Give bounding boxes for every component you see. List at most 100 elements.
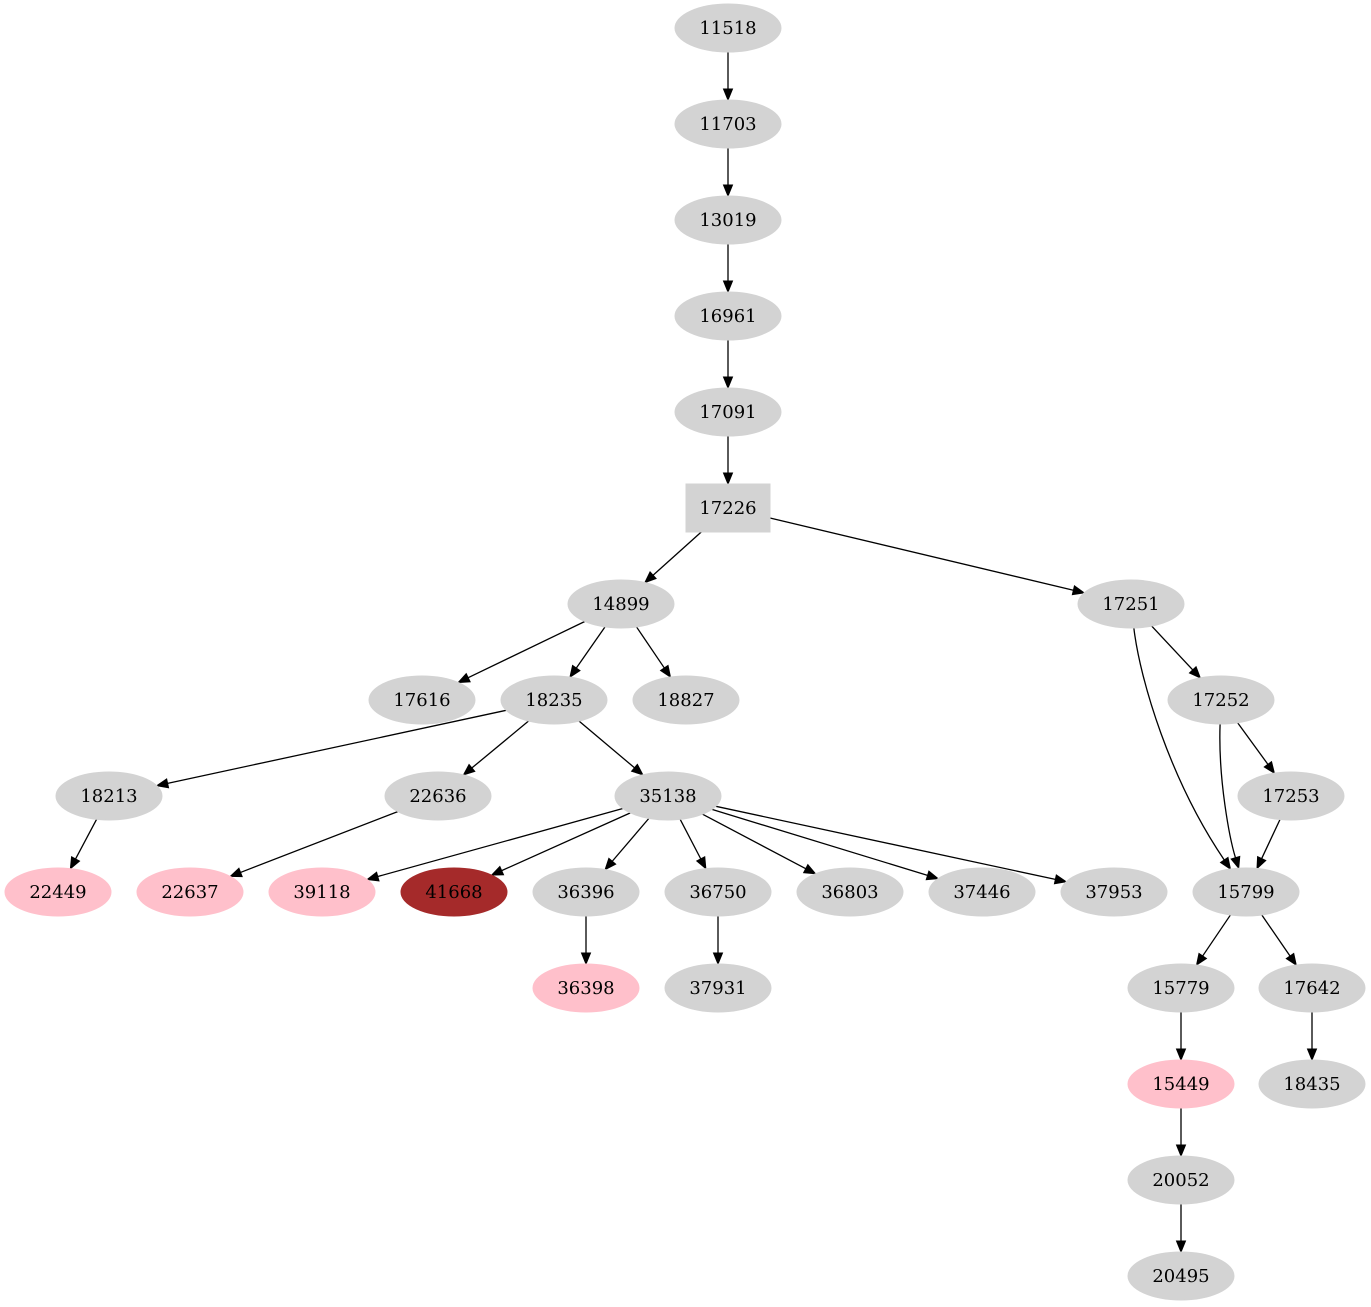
node-label: 39118 bbox=[293, 882, 350, 903]
arrowhead bbox=[712, 952, 724, 966]
edge-11518-11703 bbox=[722, 52, 734, 102]
edge-15779-15449 bbox=[1175, 1012, 1187, 1062]
edge-line bbox=[240, 810, 398, 874]
node-ellipse bbox=[567, 579, 675, 629]
edge-17253-15799 bbox=[1256, 819, 1281, 870]
node-22636: 22636 bbox=[384, 771, 492, 821]
arrowhead bbox=[365, 871, 380, 882]
arrowhead bbox=[1285, 952, 1297, 967]
edge-17251-17252 bbox=[1151, 625, 1202, 679]
node-label: 18235 bbox=[525, 690, 582, 711]
node-ellipse bbox=[1060, 867, 1168, 917]
node-label: 20052 bbox=[1152, 1170, 1209, 1191]
node-ellipse bbox=[55, 771, 163, 821]
edge-35138-36396 bbox=[604, 817, 650, 871]
edge-14899-18235 bbox=[569, 626, 606, 679]
edge-18235-35138 bbox=[578, 720, 644, 776]
node-18435: 18435 bbox=[1258, 1059, 1366, 1109]
node-ellipse bbox=[1127, 1155, 1235, 1205]
edge-18213-22449 bbox=[69, 819, 98, 870]
node-label: 11703 bbox=[699, 114, 756, 135]
arrowhead bbox=[569, 664, 581, 679]
edge-line bbox=[1151, 625, 1194, 671]
node-37931: 37931 bbox=[664, 963, 772, 1013]
edge-line bbox=[611, 817, 650, 862]
edge-line bbox=[467, 620, 586, 679]
edge-35138-39118 bbox=[365, 807, 623, 882]
node-label: 18213 bbox=[80, 786, 137, 807]
node-ellipse bbox=[4, 867, 112, 917]
node-13019: 13019 bbox=[674, 195, 782, 245]
edge-13019-16961 bbox=[722, 244, 734, 294]
node-17226: 17226 bbox=[685, 483, 771, 533]
node-36396: 36396 bbox=[532, 867, 640, 917]
arrowhead bbox=[155, 778, 170, 789]
node-label: 41668 bbox=[425, 882, 482, 903]
node-41668: 41668 bbox=[400, 867, 508, 917]
arrowhead bbox=[1230, 855, 1241, 870]
arrowhead bbox=[630, 763, 644, 776]
arrowhead bbox=[695, 856, 707, 870]
node-17252: 17252 bbox=[1167, 675, 1275, 725]
node-ellipse bbox=[664, 963, 772, 1013]
arrowhead bbox=[1256, 855, 1267, 870]
edge-15799-15779 bbox=[1195, 914, 1231, 967]
node-ellipse bbox=[1167, 675, 1275, 725]
node-36803: 36803 bbox=[796, 867, 904, 917]
arrowhead bbox=[722, 280, 734, 294]
edge-36396-36398 bbox=[580, 916, 592, 966]
arrowhead bbox=[229, 867, 243, 878]
node-17616: 17616 bbox=[368, 675, 476, 725]
node-label: 20495 bbox=[1152, 1266, 1209, 1287]
arrowhead bbox=[457, 672, 471, 684]
edge-15799-17642 bbox=[1261, 914, 1297, 967]
node-20495: 20495 bbox=[1127, 1251, 1235, 1301]
edge-line bbox=[702, 813, 807, 870]
arrowhead bbox=[69, 856, 81, 870]
node-label: 22636 bbox=[409, 786, 466, 807]
edge-20052-20495 bbox=[1175, 1204, 1187, 1254]
node-22637: 22637 bbox=[136, 867, 244, 917]
edge-18235-22636 bbox=[462, 720, 529, 776]
arrowhead bbox=[1306, 1048, 1318, 1062]
edge-line bbox=[1202, 914, 1231, 957]
arrowhead bbox=[659, 664, 672, 679]
arrowhead bbox=[1175, 1240, 1187, 1254]
node-label: 15449 bbox=[1152, 1074, 1209, 1095]
node-ellipse bbox=[674, 291, 782, 341]
node-ellipse bbox=[1258, 963, 1366, 1013]
node-ellipse bbox=[674, 99, 782, 149]
node-17642: 17642 bbox=[1258, 963, 1366, 1013]
arrowhead bbox=[490, 865, 505, 876]
node-label: 15779 bbox=[1152, 978, 1209, 999]
edge-18235-18213 bbox=[155, 709, 507, 789]
edge-line bbox=[715, 805, 1056, 881]
node-label: 37446 bbox=[953, 882, 1010, 903]
node-ellipse bbox=[1127, 963, 1235, 1013]
node-ellipse bbox=[614, 771, 722, 821]
node-label: 13019 bbox=[699, 210, 756, 231]
node-label: 17616 bbox=[393, 690, 450, 711]
node-ellipse bbox=[674, 3, 782, 53]
node-label: 36803 bbox=[821, 882, 878, 903]
edge-line bbox=[575, 626, 606, 669]
node-ellipse bbox=[268, 867, 376, 917]
node-label: 11518 bbox=[699, 18, 756, 39]
edge-line bbox=[74, 819, 98, 860]
node-label: 17252 bbox=[1192, 690, 1249, 711]
node-label: 37953 bbox=[1085, 882, 1142, 903]
node-ellipse bbox=[532, 867, 640, 917]
node-36398: 36398 bbox=[532, 963, 640, 1013]
node-ellipse bbox=[928, 867, 1036, 917]
node-18213: 18213 bbox=[55, 771, 163, 821]
node-ellipse bbox=[1127, 1059, 1235, 1109]
edge-line bbox=[167, 709, 507, 784]
node-label: 35138 bbox=[639, 786, 696, 807]
node-37953: 37953 bbox=[1060, 867, 1168, 917]
node-22449: 22449 bbox=[4, 867, 112, 917]
arrowhead bbox=[722, 88, 734, 102]
edge-17226-17251 bbox=[769, 517, 1086, 596]
node-label: 16961 bbox=[699, 306, 756, 327]
